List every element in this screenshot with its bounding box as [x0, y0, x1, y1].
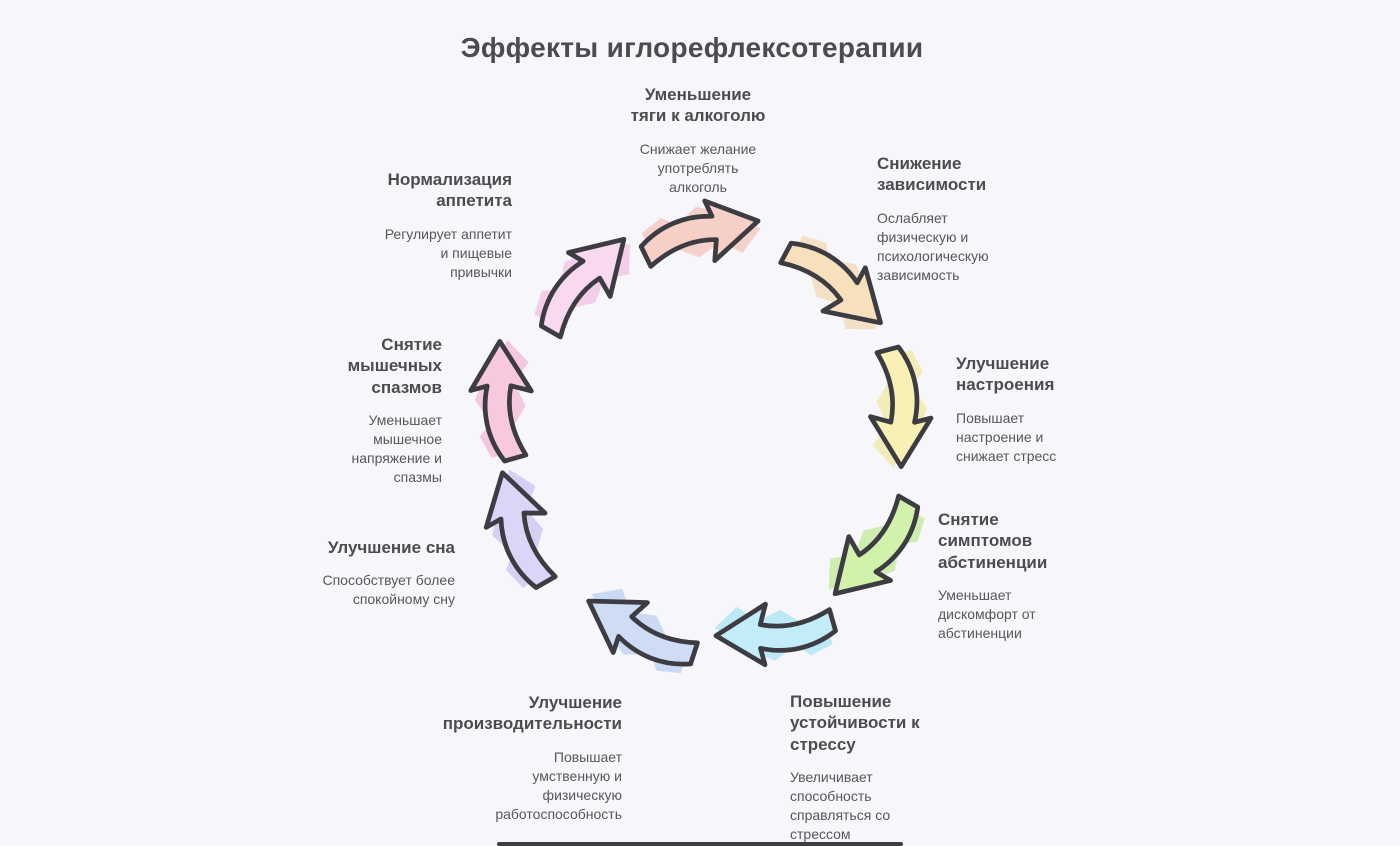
- node-description: Повышает настроение и снижает стресс: [956, 409, 1057, 464]
- cycle-arrow-5: [702, 582, 850, 677]
- cycle-node-dependence-reduction: Снижение зависимости Ослабляет физическу…: [877, 153, 1027, 285]
- cycle-node-mood-improvement: Улучшение настроения Повышает настроение…: [956, 353, 1096, 466]
- node-description: Регулирует аппетит и пищевые привычки: [384, 225, 512, 280]
- node-description: Способствует более спокойному сну: [322, 572, 455, 608]
- cycle-arrow-7: [469, 452, 577, 607]
- cycle-node-muscle-spasms: Снятие мышечных спазмов Уменьшает мышечн…: [302, 334, 442, 487]
- node-description: Уменьшает дискомфорт от абстиненции: [938, 587, 1036, 642]
- cycle-arrow-6: [560, 552, 724, 706]
- cycle-node-alcohol-craving: Уменьшение тяги к алкоголю Снижает желан…: [560, 84, 836, 197]
- cycle-node-sleep-improvement: Улучшение сна Способствует более спокойн…: [295, 537, 455, 609]
- node-title: Снятие симптомов абстиненции: [938, 510, 1048, 572]
- bottom-bar: [497, 842, 903, 846]
- node-title: Нормализация аппетита: [387, 170, 512, 211]
- node-description: Увеличивает способность справляться со с…: [790, 769, 891, 843]
- cycle-node-stress-resilience: Повышение устойчивости к стрессу Увеличи…: [790, 691, 950, 844]
- node-description: Повышает умственную и физическую работос…: [495, 748, 622, 822]
- node-description: Снижает желание употреблять алкоголь: [639, 140, 757, 195]
- node-title: Улучшение производительности: [442, 693, 622, 734]
- cycle-node-withdrawal-relief: Снятие симптомов абстиненции Уменьшает д…: [938, 509, 1088, 643]
- page-title: Эффекты иглорефлексотерапии: [460, 31, 924, 63]
- node-title: Снижение зависимости: [877, 154, 987, 195]
- cycle-arrow-8: [459, 328, 554, 476]
- node-title: Уменьшение тяги к алкоголю: [630, 85, 766, 126]
- cycle-node-productivity: Улучшение производительности Повышает ум…: [422, 692, 622, 824]
- node-title: Снятие мышечных спазмов: [347, 335, 442, 397]
- cycle-arrow-3: [847, 332, 944, 481]
- node-title: Повышение устойчивости к стрессу: [790, 692, 920, 754]
- cycle-node-appetite-normalization: Нормализация аппетита Регулирует аппетит…: [352, 169, 512, 282]
- node-title: Улучшение сна: [327, 538, 455, 557]
- node-description: Ослабляет физическую и психологическую з…: [877, 209, 989, 283]
- node-title: Улучшение настроения: [956, 354, 1055, 395]
- node-description: Уменьшает мышечное напряжение и спазмы: [351, 412, 442, 486]
